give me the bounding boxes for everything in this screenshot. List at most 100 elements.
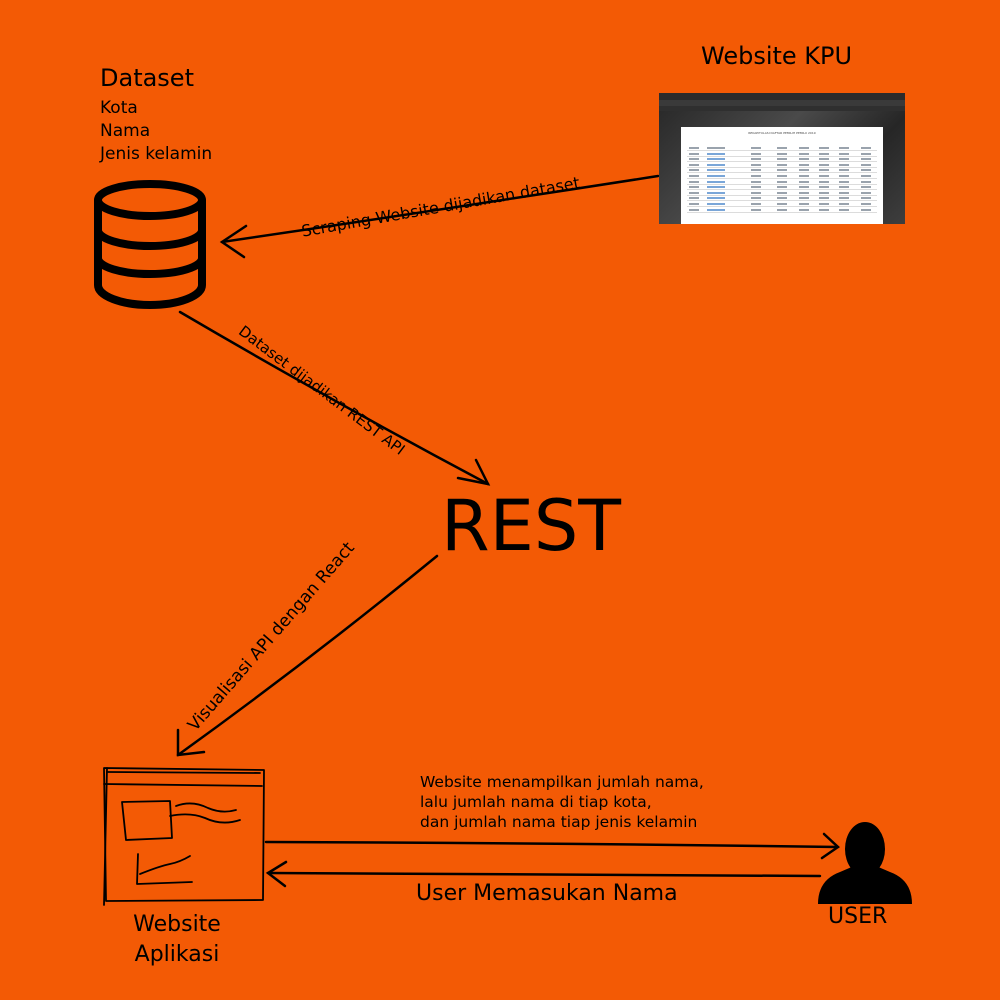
kpu-table-cell [819,197,829,200]
kpu-table-row-divider [687,150,877,151]
kpu-table-cell [777,169,787,172]
kpu-website-screenshot: REKAPITULASI DAFTAR PEMILIH PEMILU 2019 [659,93,905,224]
kpu-table-cell [751,147,761,149]
kpu-table-cell [861,191,871,194]
kpu-table-cell [689,203,699,205]
kpu-table-cell [751,152,761,155]
kpu-table-cell [819,147,829,149]
app-to-user-line-3: dan jumlah nama tiap jenis kelamin [420,813,698,831]
kpu-table-cell [799,208,809,211]
kpu-table-cell [689,191,699,194]
user-label: USER [828,904,888,929]
webapp-title: Website Aplikasi [100,910,254,970]
kpu-table-cell [707,191,725,194]
kpu-table-row-divider [687,166,877,168]
kpu-table-cell [707,169,725,172]
kpu-table-cell [751,158,761,161]
kpu-table-cell [799,203,809,205]
kpu-table-cell [861,186,871,189]
database-icon [94,180,206,309]
kpu-table-cell [819,191,829,194]
kpu-table-cell [799,152,809,155]
kpu-table-cell [777,147,787,149]
kpu-table-cell [707,180,725,183]
kpu-table-cell [777,158,787,161]
webapp-title-line-1: Website [133,912,221,937]
kpu-table-cell [861,175,871,177]
edge-label-user-to-app: User Memasukan Nama [416,881,678,906]
kpu-table-cell [819,152,829,155]
kpu-table-cell [751,180,761,183]
kpu-table-cell [861,197,871,200]
kpu-table-cell [799,191,809,194]
kpu-table-cell [839,147,849,149]
kpu-table-panel: REKAPITULASI DAFTAR PEMILIH PEMILU 2019 [681,127,883,224]
kpu-table-cell [861,158,871,161]
kpu-table-cell [689,163,699,166]
kpu-table-row-divider [687,211,877,213]
kpu-table-row-divider [687,200,877,202]
kpu-table-cell [707,147,725,149]
kpu-table-cell [777,163,787,166]
arrow-dataset-to-rest [178,310,491,486]
kpu-table-cell [839,186,849,189]
kpu-table-cell [689,197,699,200]
kpu-table-cell [751,208,761,211]
kpu-table-cell [861,169,871,172]
kpu-table-cell [777,186,787,189]
kpu-table-cell [707,197,725,200]
app-to-user-line-2: lalu jumlah nama di tiap kota, [420,793,652,811]
kpu-table-cell [777,197,787,200]
kpu-table-cell [861,208,871,211]
kpu-table-cell [799,158,809,161]
kpu-table-cell [777,208,787,211]
kpu-table-cell [861,147,871,149]
kpu-table-cell [689,147,699,149]
kpu-table-cell [839,180,849,183]
kpu-table-cell [819,158,829,161]
kpu-screenshot-caption: REKAPITULASI DAFTAR PEMILIH PEMILU 2019 [748,131,816,135]
kpu-table-cell [799,180,809,183]
kpu-table-cell [819,208,829,211]
kpu-table-cell [819,203,829,205]
kpu-table-cell [839,203,849,205]
kpu-table-cell [799,169,809,172]
kpu-table-cell [689,152,699,155]
kpu-table-cell [777,191,787,194]
kpu-table-cell [707,152,725,155]
kpu-table-cell [751,186,761,189]
kpu-table-cell [799,197,809,200]
kpu-table-row-divider [687,183,877,185]
kpu-table-cell [689,175,699,177]
kpu-table-cell [839,163,849,166]
edge-label-app-to-user: Website menampilkan jumlah nama, lalu ju… [420,772,704,832]
kpu-table-cell [839,152,849,155]
kpu-table-cell [839,175,849,177]
dataset-field-jenis-kelamin: Jenis kelamin [100,144,213,164]
kpu-table-row-divider [687,206,877,207]
dataset-field-nama: Nama [100,121,151,141]
arrow-scraping [219,174,660,259]
kpu-table-cell [799,186,809,189]
kpu-table-cell [839,197,849,200]
kpu-table-cell [819,163,829,166]
kpu-table-cell [839,169,849,172]
kpu-table-cell [707,158,725,161]
kpu-table-cell [689,208,699,211]
kpu-table-cell [689,158,699,161]
kpu-table-cell [707,203,725,205]
kpu-table-cell [819,180,829,183]
kpu-table-cell [777,152,787,155]
kpu-table-cell [707,186,725,189]
app-window-sketch-icon [103,767,265,906]
arrow-user-to-app [265,860,822,888]
kpu-table-cell [819,169,829,172]
kpu-table-cell [751,197,761,200]
arrow-app-to-user [264,832,840,860]
kpu-table-cell [861,203,871,205]
webapp-title-line-2: Aplikasi [134,942,220,967]
kpu-table-cell [861,152,871,155]
kpu-table-cell [707,163,725,166]
kpu-table-row-divider [687,155,877,157]
kpu-title: Website KPU [701,42,853,70]
